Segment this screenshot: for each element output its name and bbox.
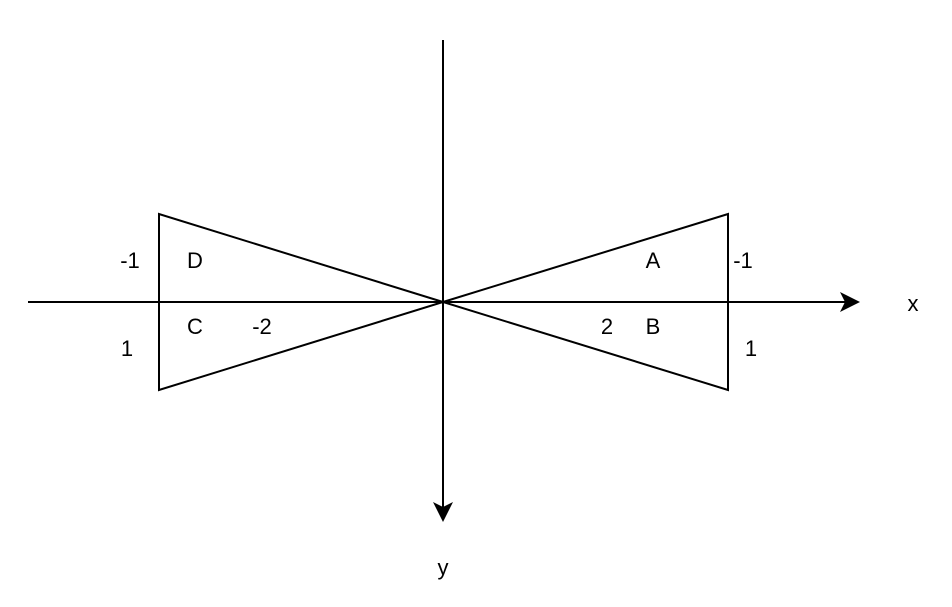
region-label-a: A: [646, 248, 661, 273]
value-right-upper: -1: [733, 248, 753, 273]
region-label-c: C: [187, 314, 203, 339]
value-right-inner: 2: [601, 314, 613, 339]
value-left-lower: 1: [121, 336, 133, 361]
value-right-lower: 1: [745, 336, 757, 361]
region-label-d: D: [187, 248, 203, 273]
right-triangle: [439, 212, 729, 392]
value-left-upper: -1: [120, 248, 140, 273]
y-axis-label: y: [438, 555, 449, 580]
x-axis-label: x: [908, 291, 919, 316]
region-label-b: B: [646, 314, 661, 339]
left-triangle: [158, 212, 447, 392]
value-left-inner: -2: [252, 314, 272, 339]
